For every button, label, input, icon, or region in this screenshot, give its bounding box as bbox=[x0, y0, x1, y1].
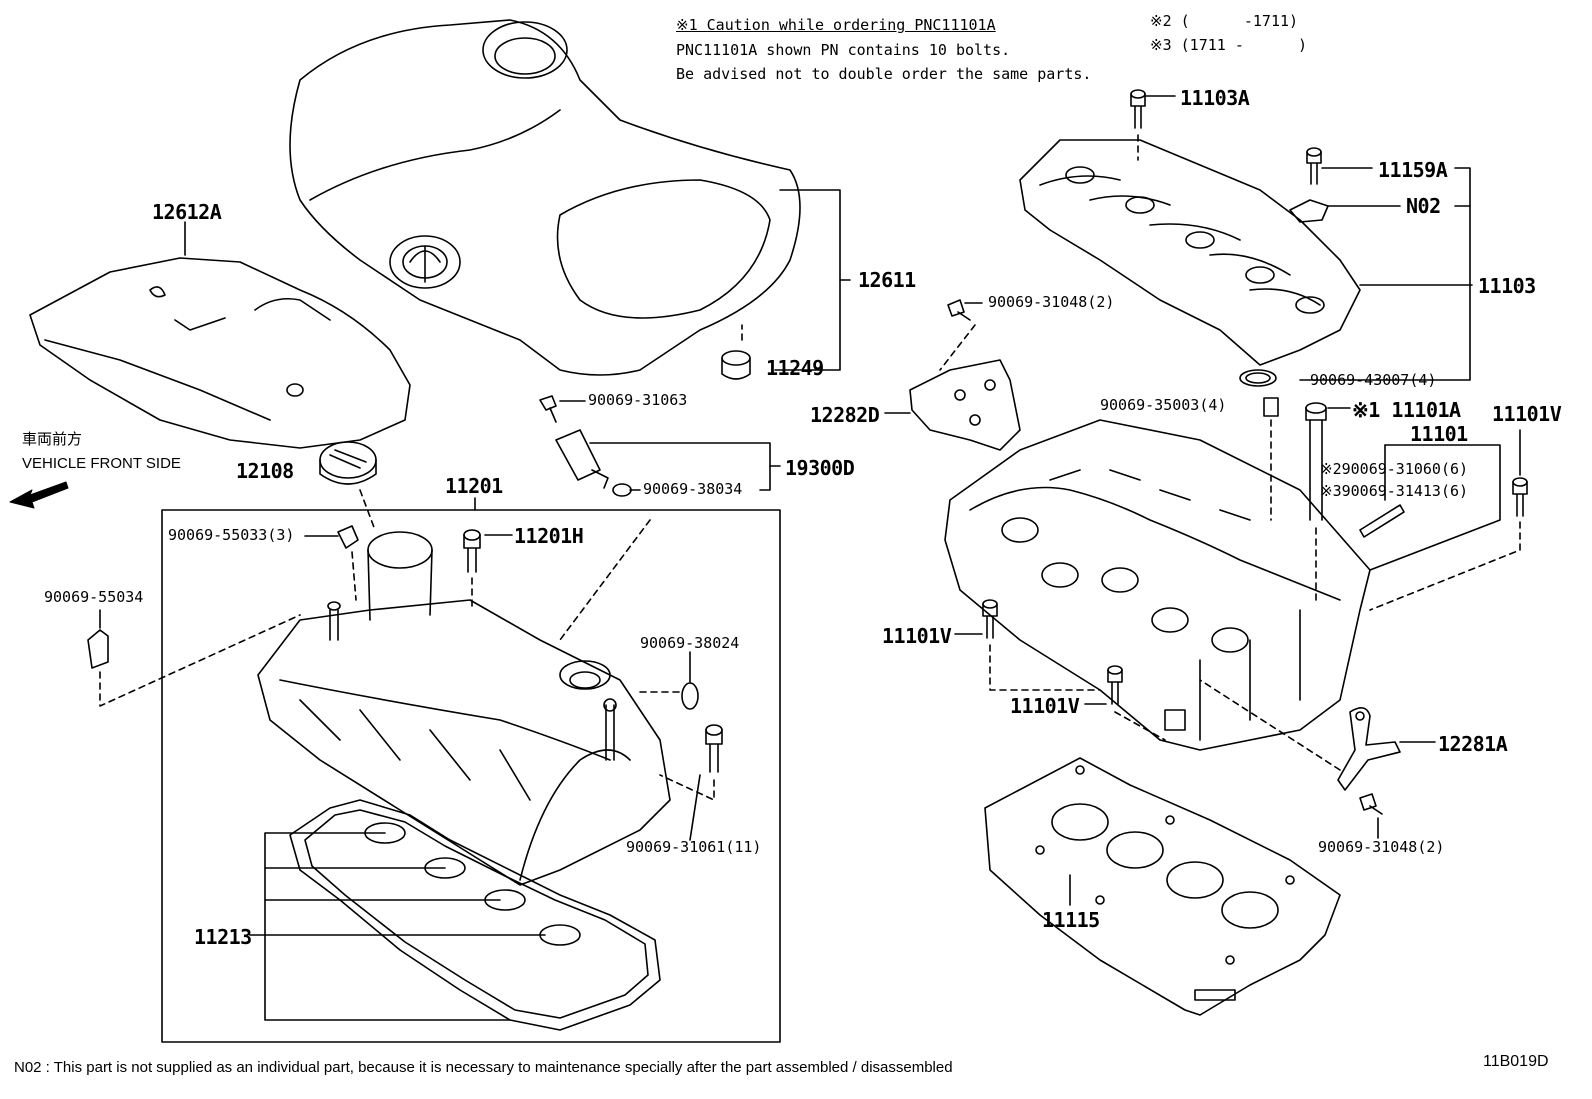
engine-cover-icon bbox=[289, 19, 801, 376]
part-label-90069-31048-upper[interactable]: 90069-31048(2) bbox=[988, 293, 1115, 311]
part-label-90069-55033[interactable]: 90069-55033(3) bbox=[168, 526, 295, 544]
valve-cover-group-box bbox=[161, 509, 781, 1043]
head-gasket-icon bbox=[984, 757, 1341, 1016]
part-label-90069-31063[interactable]: 90069-31063 bbox=[588, 391, 688, 409]
range-note-2: ※2 ( -1711) bbox=[1150, 12, 1299, 30]
clip-55034-icon bbox=[87, 629, 109, 669]
cylinder-head-icon bbox=[944, 419, 1371, 751]
part-label-12108[interactable]: 12108 bbox=[236, 459, 294, 483]
part-label-12282d[interactable]: 12282D bbox=[810, 403, 880, 427]
pin-35003-icon bbox=[1263, 397, 1279, 417]
grommet-icon bbox=[721, 350, 751, 380]
part-label-12612a[interactable]: 12612A bbox=[152, 200, 222, 224]
o-ring-38024-icon bbox=[681, 682, 699, 710]
part-label-11201[interactable]: 11201 bbox=[445, 474, 503, 498]
part-label-12611[interactable]: 12611 bbox=[858, 268, 916, 292]
valve-cover-gasket-icon bbox=[289, 799, 661, 1031]
part-label-n02[interactable]: N02 bbox=[1406, 194, 1441, 218]
bolt-31048b-icon bbox=[1359, 793, 1383, 815]
bracket-12282d-icon bbox=[909, 359, 1021, 451]
bolt-31063-icon bbox=[539, 395, 557, 423]
part-label-11101a[interactable]: ※1 11101A bbox=[1352, 398, 1461, 422]
part-label-11201h[interactable]: 11201H bbox=[514, 524, 584, 548]
head-bolt-11101a-icon bbox=[1305, 402, 1327, 521]
ring-43007-icon bbox=[1239, 369, 1277, 387]
part-label-11101v-mid[interactable]: 11101V bbox=[882, 624, 952, 648]
bracket-12281a-icon bbox=[1337, 707, 1401, 791]
caution-title: ※1 Caution while ordering PNC11101A bbox=[676, 16, 996, 34]
oil-filler-cap-icon bbox=[319, 441, 377, 485]
bolt-11103a-icon bbox=[1130, 89, 1146, 129]
bolt-11101v-right-icon bbox=[1512, 477, 1528, 517]
engine-side-cover-icon bbox=[29, 257, 411, 449]
footer-note: N02 : This part is not supplied as an in… bbox=[14, 1059, 953, 1076]
vehicle-front-jp: 車両前方 bbox=[22, 431, 83, 448]
range-note-3: ※3 (1711 - ) bbox=[1150, 36, 1308, 54]
part-label-11101v-right[interactable]: 11101V bbox=[1492, 402, 1562, 426]
part-label-11115[interactable]: 11115 bbox=[1042, 908, 1100, 932]
part-label-90069-43007[interactable]: 90069-43007(4) bbox=[1310, 371, 1437, 389]
part-label-90069-55034[interactable]: 90069-55034 bbox=[44, 588, 144, 606]
pcv-valve-icon bbox=[555, 429, 609, 489]
bolt-11201h-icon bbox=[463, 529, 481, 573]
part-label-12281a[interactable]: 12281A bbox=[1438, 732, 1508, 756]
part-label-90069-31060[interactable]: ※290069-31060(6) bbox=[1320, 460, 1469, 478]
part-label-19300d[interactable]: 19300D bbox=[785, 456, 855, 480]
vehicle-front-en: VEHICLE FRONT SIDE bbox=[22, 455, 181, 472]
part-label-11159a[interactable]: 11159A bbox=[1378, 158, 1448, 182]
caution-line1: PNC11101A shown PN contains 10 bolts. bbox=[676, 41, 1011, 59]
bolt-11101v-mid-icon bbox=[982, 599, 998, 639]
part-label-90069-31061[interactable]: 90069-31061(11) bbox=[626, 838, 762, 856]
bolt-31061-icon bbox=[705, 724, 723, 773]
part-label-11101v-low[interactable]: 11101V bbox=[1010, 694, 1080, 718]
diagram-code: 11B019D bbox=[1483, 1053, 1549, 1070]
stud-31413-icon bbox=[1359, 504, 1405, 538]
part-label-11103a[interactable]: 11103A bbox=[1180, 86, 1250, 110]
vehicle-front-arrow-icon bbox=[9, 481, 69, 509]
part-label-90069-31048-lower[interactable]: 90069-31048(2) bbox=[1318, 838, 1445, 856]
part-label-11249[interactable]: 11249 bbox=[766, 356, 824, 380]
part-label-90069-38024[interactable]: 90069-38024 bbox=[640, 634, 740, 652]
part-label-11213[interactable]: 11213 bbox=[194, 925, 252, 949]
bolt-11159a-icon bbox=[1306, 147, 1322, 185]
n02-part-icon bbox=[1289, 199, 1329, 223]
bolt-31048a-icon bbox=[947, 299, 971, 321]
bolt-11101v-low-icon bbox=[1107, 665, 1123, 705]
part-label-90069-35003[interactable]: 90069-35003(4) bbox=[1100, 396, 1227, 414]
caution-line2: Be advised not to double order the same … bbox=[676, 65, 1092, 83]
part-label-90069-38034[interactable]: 90069-38034 bbox=[643, 480, 743, 498]
o-ring-38034-icon bbox=[612, 483, 632, 497]
clip-55033-icon bbox=[337, 525, 359, 549]
camshaft-housing-icon bbox=[1019, 139, 1361, 366]
part-label-11103[interactable]: 11103 bbox=[1478, 274, 1536, 298]
part-label-11101[interactable]: 11101 bbox=[1410, 422, 1468, 446]
part-label-90069-31413[interactable]: ※390069-31413(6) bbox=[1320, 482, 1469, 500]
cylinder-head-cover-icon bbox=[257, 531, 671, 886]
